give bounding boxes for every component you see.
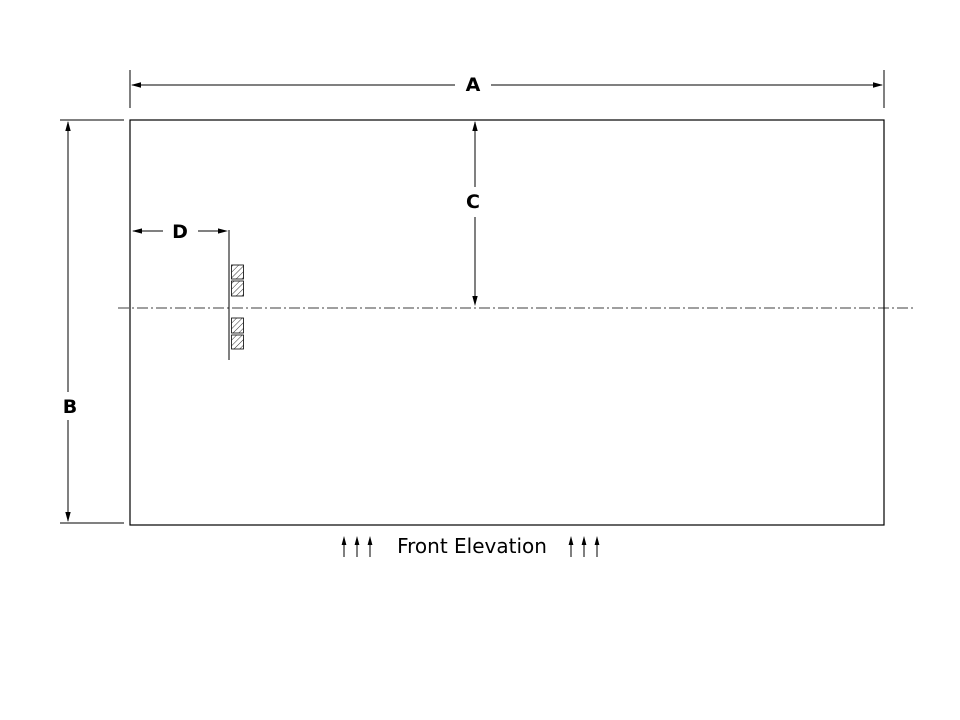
dim-label-c: C (466, 191, 480, 213)
dim-d-arrow-left-icon (132, 228, 142, 234)
elevation-outline (129, 119, 885, 526)
fitting-hatch-section (231, 264, 244, 280)
dim-c-arrow-bottom-icon (472, 296, 478, 306)
dim-label-d: D (172, 221, 188, 243)
fitting-hatch-section (231, 280, 244, 297)
dim-label-b: B (63, 396, 77, 418)
dim-b-arrow-top-icon (65, 121, 71, 131)
view-arrows-right-icon (568, 536, 600, 557)
dim-label-a: A (466, 74, 481, 96)
dimension-c: C (466, 121, 480, 306)
fitting-hatch-section (231, 334, 244, 350)
dim-a-arrow-right-icon (873, 82, 883, 88)
fitting-detail (228, 230, 244, 360)
dim-d-arrow-right-icon (218, 228, 228, 234)
caption-text: Front Elevation (397, 534, 547, 558)
dimension-a: A (129, 70, 885, 108)
dim-b-arrow-bottom-icon (65, 512, 71, 522)
view-arrows-left-icon (341, 536, 373, 557)
dimension-b: B (60, 119, 124, 524)
dim-c-arrow-top-icon (472, 121, 478, 131)
fitting-hatch-section (231, 317, 244, 334)
caption-group: Front Elevation (341, 534, 600, 558)
dimension-d: D (132, 221, 228, 243)
dim-a-arrow-left-icon (131, 82, 141, 88)
